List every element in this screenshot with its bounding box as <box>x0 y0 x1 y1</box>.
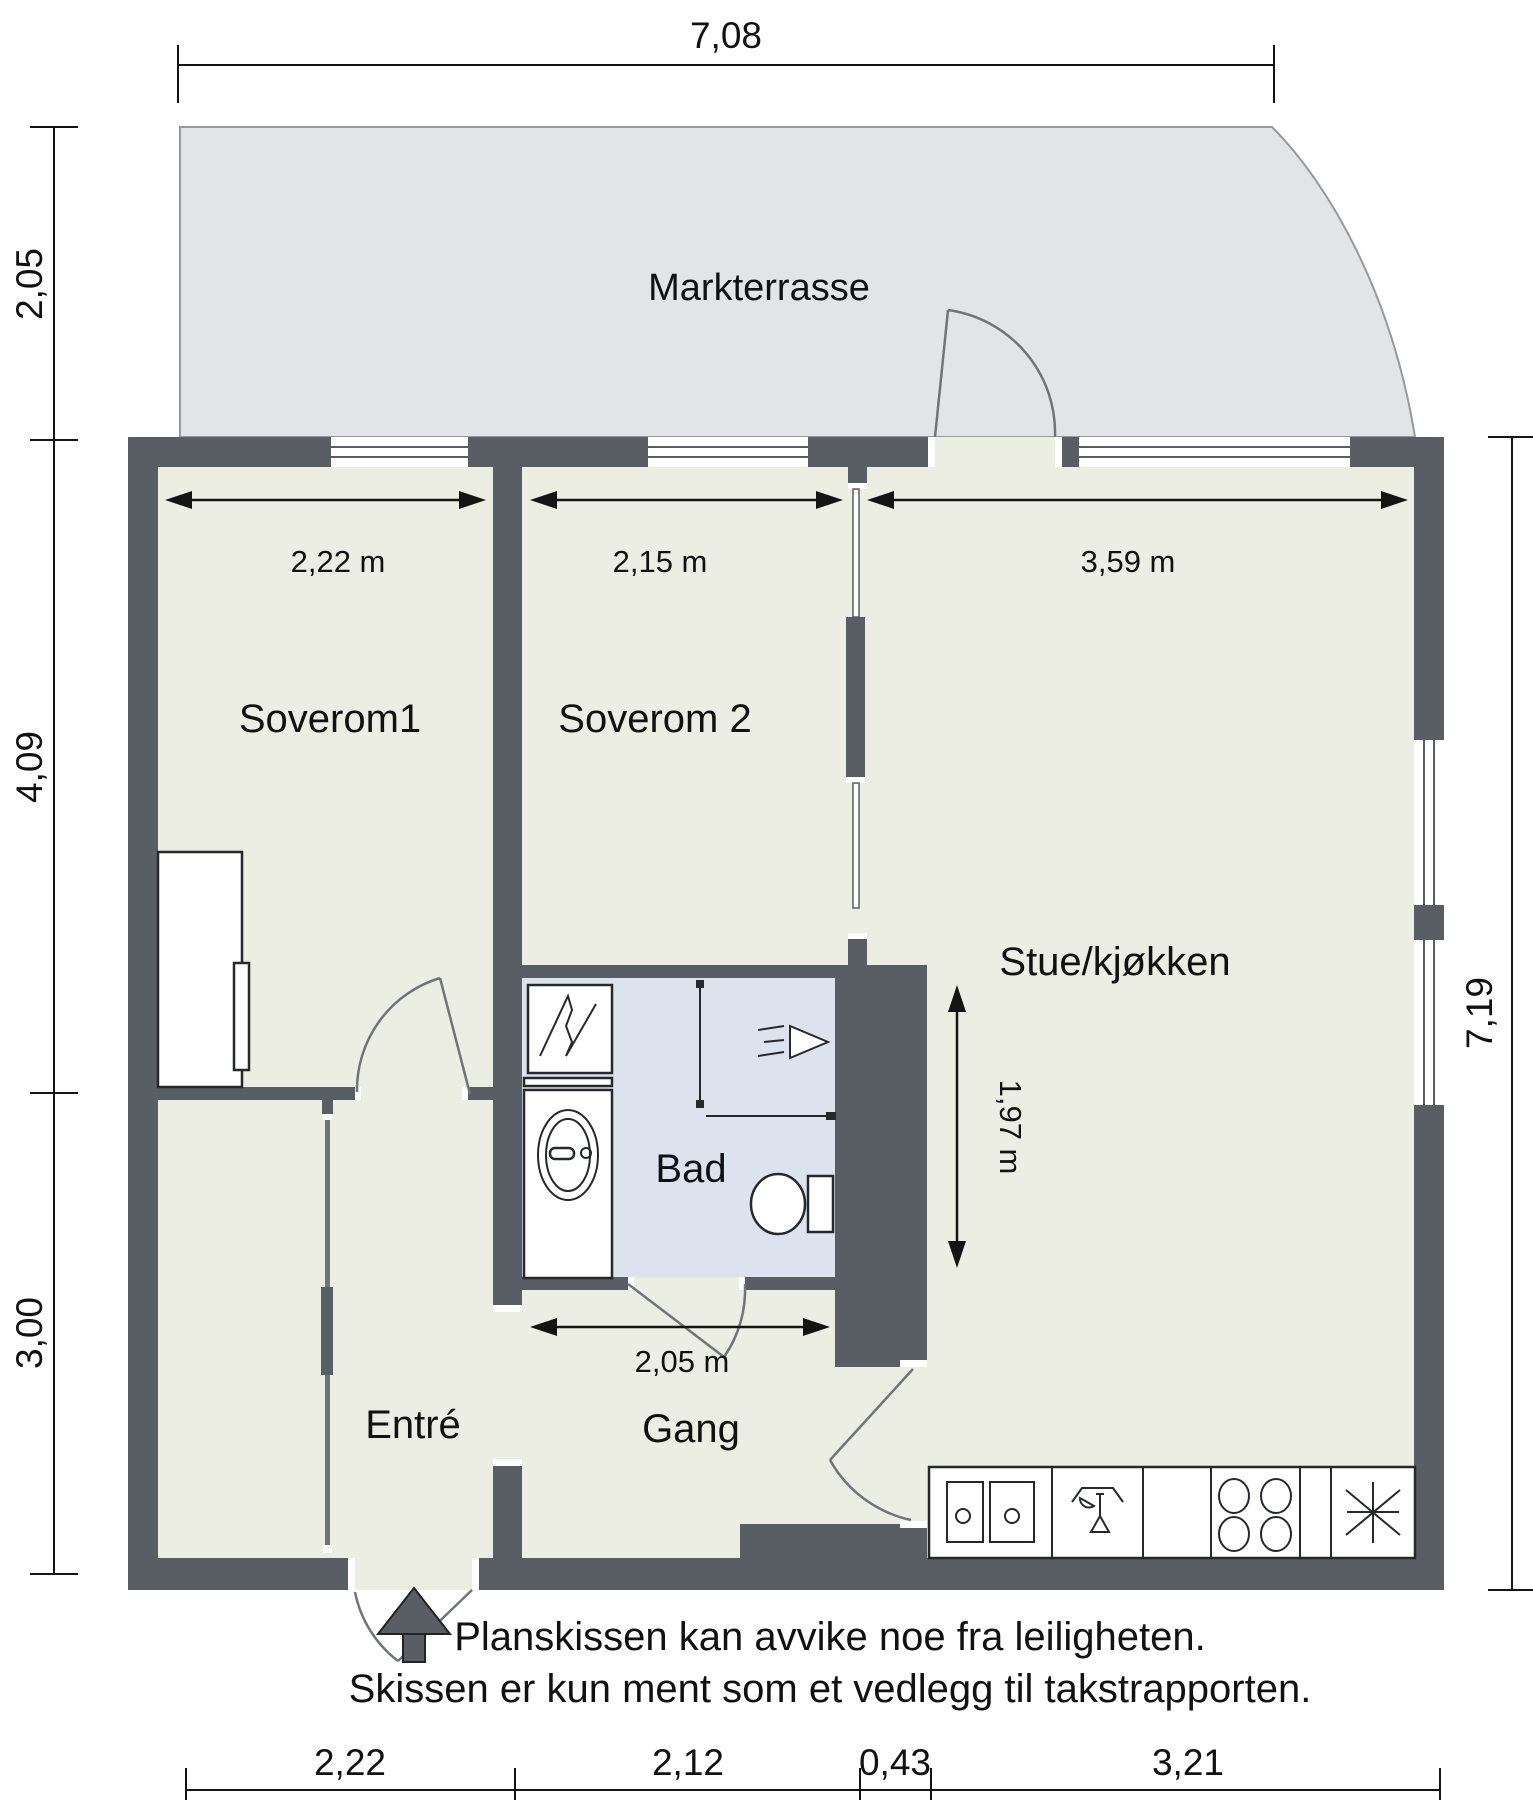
bath-shelf <box>522 1076 614 1088</box>
dishwasher-icon <box>1071 1487 1124 1533</box>
terrace-door-leaf <box>933 309 950 438</box>
partition-jamb-bottom <box>323 1545 332 1553</box>
window-living-right-2 <box>1414 940 1444 1105</box>
wall-hall-living-stub <box>900 1528 927 1558</box>
windows <box>331 437 1444 1105</box>
glass-partition-stub-bottom <box>848 939 867 965</box>
disclaimer-line1: Planskissen kan avvike noe fra leilighet… <box>454 1615 1206 1659</box>
sink-icon <box>522 1088 614 1280</box>
dim-living-label: 3,59 m <box>1081 544 1176 579</box>
room-label-bath: Bad <box>655 1147 726 1191</box>
front-door-floor <box>355 1558 472 1590</box>
glass-panel-1 <box>852 488 860 618</box>
wall-bath-bottom-right <box>745 1277 835 1290</box>
window-living-right-1 <box>1414 740 1444 905</box>
dim-top-label: 7,08 <box>690 15 762 56</box>
dim-left-bottom-label: 3,00 <box>9 1297 50 1369</box>
freezer-icon <box>1345 1482 1401 1543</box>
terrace <box>179 126 1417 438</box>
wall-bath-left <box>493 1100 522 1312</box>
wall-bath-bottom-left <box>522 1277 628 1290</box>
sliding-door-panel <box>846 617 865 777</box>
dimension-right <box>1488 436 1533 1591</box>
dim-left-mid-label: 4,09 <box>9 731 50 803</box>
hall-living-door <box>828 1360 927 1528</box>
wall-bottom-step <box>740 1524 927 1564</box>
dim-bedroom2-label: 2,15 m <box>613 544 708 579</box>
toilet-icon <box>749 1172 835 1236</box>
entry-hall-opening <box>493 1305 522 1466</box>
glass-partition-cap2 <box>846 777 865 783</box>
entry-partition <box>321 1100 333 1553</box>
wardrobe <box>156 850 251 1089</box>
window-bedroom2 <box>648 437 808 467</box>
dimension-bedroom2-width <box>530 491 843 509</box>
dim-hall-label: 2,05 m <box>635 1344 730 1379</box>
glass-partition <box>846 463 867 965</box>
dimension-top <box>177 45 1275 103</box>
interior-walls <box>158 467 927 1558</box>
dimension-niche-height <box>948 985 966 1268</box>
room-label-bedroom1: Soverom1 <box>239 697 421 741</box>
glass-partition-cap1 <box>848 483 867 489</box>
wall-bedroom1-bottom-right <box>468 1087 493 1100</box>
dim-right-label: 7,19 <box>1459 977 1500 1049</box>
terrace-door-floor <box>935 437 1055 467</box>
vent-icon <box>757 1024 831 1060</box>
stove-icon <box>1218 1478 1292 1552</box>
wall-bath-top <box>522 965 927 978</box>
dim-bedroom1-label: 2,22 m <box>291 544 386 579</box>
dim-niche-label: 1,97 m <box>993 1080 1028 1175</box>
front-door-swing <box>353 1591 399 1662</box>
dimension-hall-width <box>530 1318 830 1336</box>
bedroom1-door <box>355 976 472 1100</box>
disclaimer-line2: Skissen er kun ment som et vedlegg til t… <box>349 1667 1312 1711</box>
dimension-left <box>30 126 78 1575</box>
dim-bottom-2: 2,12 <box>652 1742 724 1783</box>
kitchen-sink-icon <box>946 1481 1035 1543</box>
front-door <box>348 1558 479 1663</box>
glass-panel-2 <box>852 782 860 909</box>
room-label-living: Stue/kjøkken <box>999 940 1230 984</box>
bathroom-door <box>627 1277 747 1358</box>
dim-bottom-4: 3,21 <box>1152 1742 1224 1783</box>
room-label-bedroom2: Soverom 2 <box>558 697 751 741</box>
glass-partition-stub-top <box>848 463 867 483</box>
wall-bedroom-divider <box>493 467 522 1100</box>
dim-bottom-1: 2,22 <box>314 1742 386 1783</box>
wall-entry-hall <box>493 1459 522 1558</box>
partition-stub <box>322 1100 333 1114</box>
terrace-door-swing <box>947 308 1057 438</box>
glass-partition-cap3 <box>848 933 867 939</box>
duct-block <box>835 965 927 1367</box>
partition-jamb-top <box>323 1114 332 1120</box>
window-bedroom1 <box>331 437 468 467</box>
window-living-top <box>1079 437 1350 467</box>
dim-left-top-label: 2,05 <box>9 248 50 320</box>
kitchen-counter <box>927 1465 1417 1560</box>
room-label-entry: Entré <box>365 1403 461 1447</box>
partition-door-panel <box>321 1287 333 1375</box>
washing-machine-icon <box>526 983 614 1075</box>
dim-bottom-3: 0,43 <box>859 1742 931 1783</box>
dimension-living-width <box>867 491 1408 509</box>
terrace-door-opening <box>928 437 1062 467</box>
wall-left <box>128 437 158 1590</box>
entrance-arrow-icon <box>375 1586 453 1663</box>
dimension-bottom <box>185 1768 1441 1800</box>
room-label-terrace: Markterrasse <box>648 267 870 309</box>
shower-icon <box>696 980 836 1120</box>
terrace-floor <box>179 126 1417 438</box>
wall-bedroom1-bottom-left <box>158 1087 355 1100</box>
dimension-bedroom1-width <box>165 491 486 509</box>
room-label-hall: Gang <box>642 1407 740 1451</box>
